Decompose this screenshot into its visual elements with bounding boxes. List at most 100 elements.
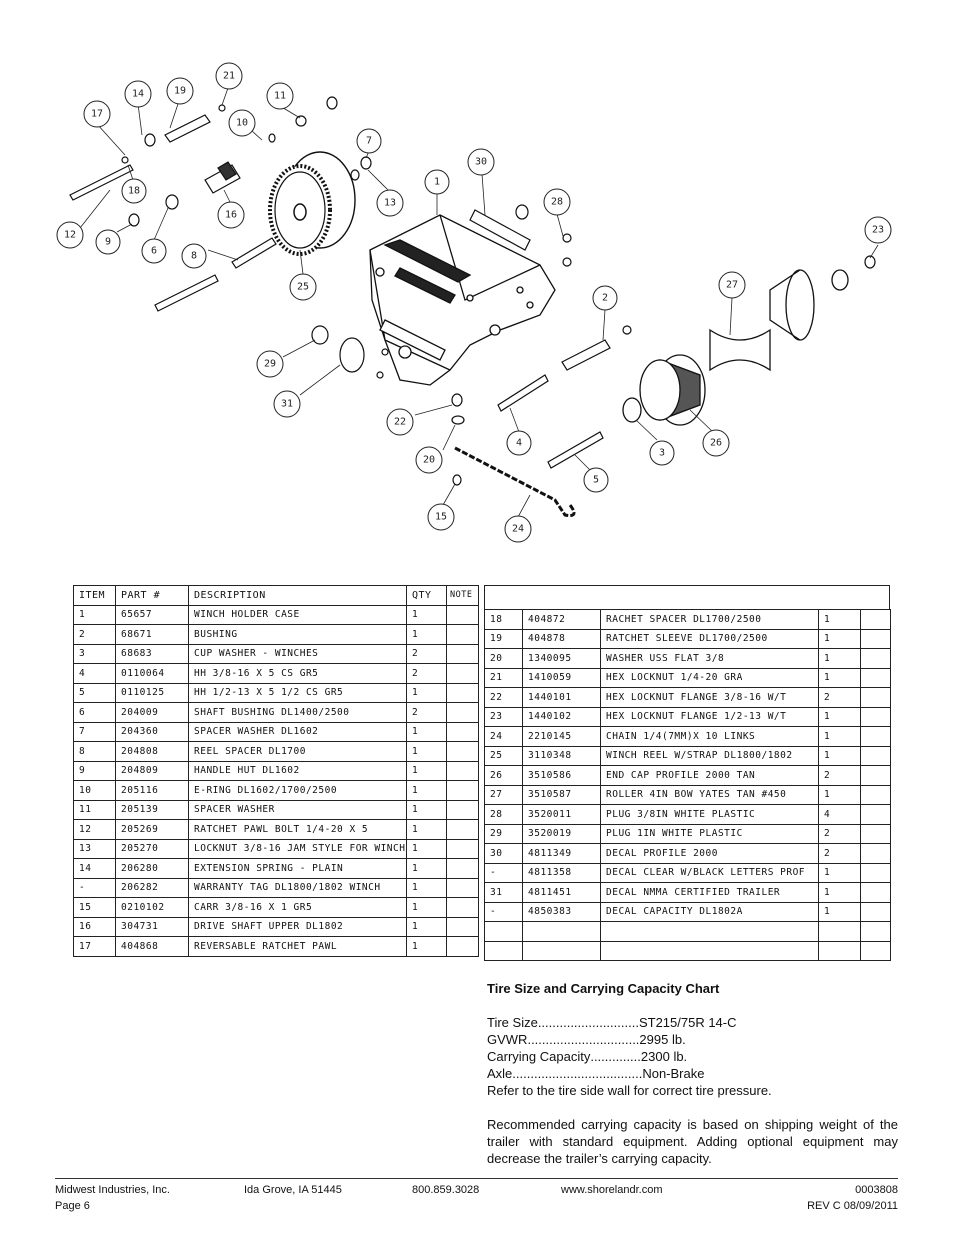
tire-row-value: 2995 lb. — [639, 1032, 686, 1047]
cell-item: - — [73, 877, 116, 898]
cell-item: 12 — [73, 819, 116, 840]
cell-part-number: 0110125 — [115, 682, 189, 703]
svg-text:28: 28 — [551, 197, 563, 208]
svg-text:22: 22 — [394, 417, 406, 428]
cell-qty: 1 — [406, 741, 447, 762]
svg-text:2: 2 — [602, 293, 608, 304]
cell-part-number: 404868 — [115, 936, 189, 957]
cell-qty: 1 — [406, 799, 447, 820]
cell-part-number: 3510587 — [522, 784, 601, 805]
cell-item: - — [484, 901, 523, 922]
svg-text:16: 16 — [225, 210, 237, 221]
cell-qty: 1 — [818, 726, 861, 747]
svg-text:17: 17 — [91, 109, 103, 120]
cell-item — [484, 940, 523, 961]
svg-text:24: 24 — [512, 524, 524, 535]
cell-item: 23 — [484, 706, 523, 727]
cell-part-number: 68671 — [115, 624, 189, 645]
svg-text:4: 4 — [516, 438, 522, 449]
col-header-item: ITEM — [73, 585, 116, 606]
cell-part-number: 2210145 — [522, 726, 601, 747]
cell-qty: 1 — [818, 667, 861, 688]
cell-qty: 2 — [406, 663, 447, 684]
callout-balloons: 14 19 21 17 11 10 7 30 1 18 13 28 16 23 … — [56, 62, 892, 543]
cell-item: 15 — [73, 897, 116, 918]
cell-part-number: 205116 — [115, 780, 189, 801]
svg-text:30: 30 — [475, 157, 487, 168]
cell-note — [446, 721, 479, 742]
cell-qty — [818, 940, 861, 961]
svg-text:1: 1 — [434, 177, 440, 188]
winch-reel — [268, 151, 356, 256]
cell-qty: 1 — [406, 897, 447, 918]
roller-assembly — [622, 269, 849, 426]
callout-1: 1 — [424, 169, 450, 195]
cell-description: E-RING DL1602/1700/2500 — [188, 780, 407, 801]
cell-description: SPACER WASHER — [188, 799, 407, 820]
cell-item: 29 — [484, 823, 523, 844]
cell-description: RATCHET SLEEVE DL1700/2500 — [600, 628, 819, 649]
cell-item: 13 — [73, 838, 116, 859]
cell-note — [860, 882, 891, 903]
cell-note — [446, 741, 479, 762]
cell-qty: 2 — [818, 765, 861, 786]
cell-note — [860, 609, 891, 630]
cell-qty: 1 — [818, 648, 861, 669]
callout-24: 24 — [504, 515, 532, 543]
cell-item: 25 — [484, 745, 523, 766]
footer-doc-number: 0003808 — [855, 1184, 898, 1196]
callout-16: 16 — [217, 201, 245, 229]
callout-27: 27 — [718, 271, 746, 299]
capacity-paragraph: Recommended carrying capacity is based o… — [487, 1117, 898, 1166]
cell-note — [446, 897, 479, 918]
cell-qty: 1 — [818, 862, 861, 883]
svg-text:5: 5 — [593, 475, 599, 486]
parts-table-right-header-blank — [484, 585, 890, 609]
cell-qty: 1 — [406, 780, 447, 801]
cell-part-number: 204809 — [115, 760, 189, 781]
cell-item: 14 — [73, 858, 116, 879]
cell-qty: 4 — [818, 804, 861, 825]
cell-note — [860, 784, 891, 805]
cell-item: 4 — [73, 663, 116, 684]
callout-31: 31 — [273, 390, 301, 418]
cell-description: HEX LOCKNUT FLANGE 3/8-16 W/T — [600, 687, 819, 708]
cell-description: ROLLER 4IN BOW YATES TAN #450 — [600, 784, 819, 805]
table-header-row: ITEM PART # DESCRIPTION QTY NOTE — [73, 585, 479, 606]
cell-qty: 2 — [818, 843, 861, 864]
cell-item: 10 — [73, 780, 116, 801]
cell-description: RACHET SPACER DL1700/2500 — [600, 609, 819, 630]
cell-description: WARRANTY TAG DL1800/1802 WINCH — [188, 877, 407, 898]
callout-17: 17 — [83, 100, 111, 128]
cell-note — [446, 858, 479, 879]
callout-14: 14 — [124, 80, 152, 108]
svg-text:20: 20 — [423, 455, 435, 466]
cell-part-number: 206282 — [115, 877, 189, 898]
cell-note — [446, 643, 479, 664]
cell-qty: 1 — [406, 721, 447, 742]
footer-revision: REV C 08/09/2011 — [807, 1200, 898, 1212]
cell-note — [446, 604, 479, 625]
cell-item: 8 — [73, 741, 116, 762]
callout-18: 18 — [121, 178, 147, 204]
tire-chart-row: Carrying Capacity ..............2300 lb. — [487, 1048, 898, 1065]
footer-right: 0003808 REV C 08/09/2011 — [807, 1182, 898, 1214]
tire-row-value: Non-Brake — [642, 1066, 705, 1081]
cell-item: 28 — [484, 804, 523, 825]
cell-note — [860, 940, 891, 961]
callout-6: 6 — [141, 238, 167, 264]
cell-item: 22 — [484, 687, 523, 708]
svg-text:10: 10 — [236, 118, 248, 129]
cell-item: 20 — [484, 648, 523, 669]
cell-part-number: 0210102 — [115, 897, 189, 918]
